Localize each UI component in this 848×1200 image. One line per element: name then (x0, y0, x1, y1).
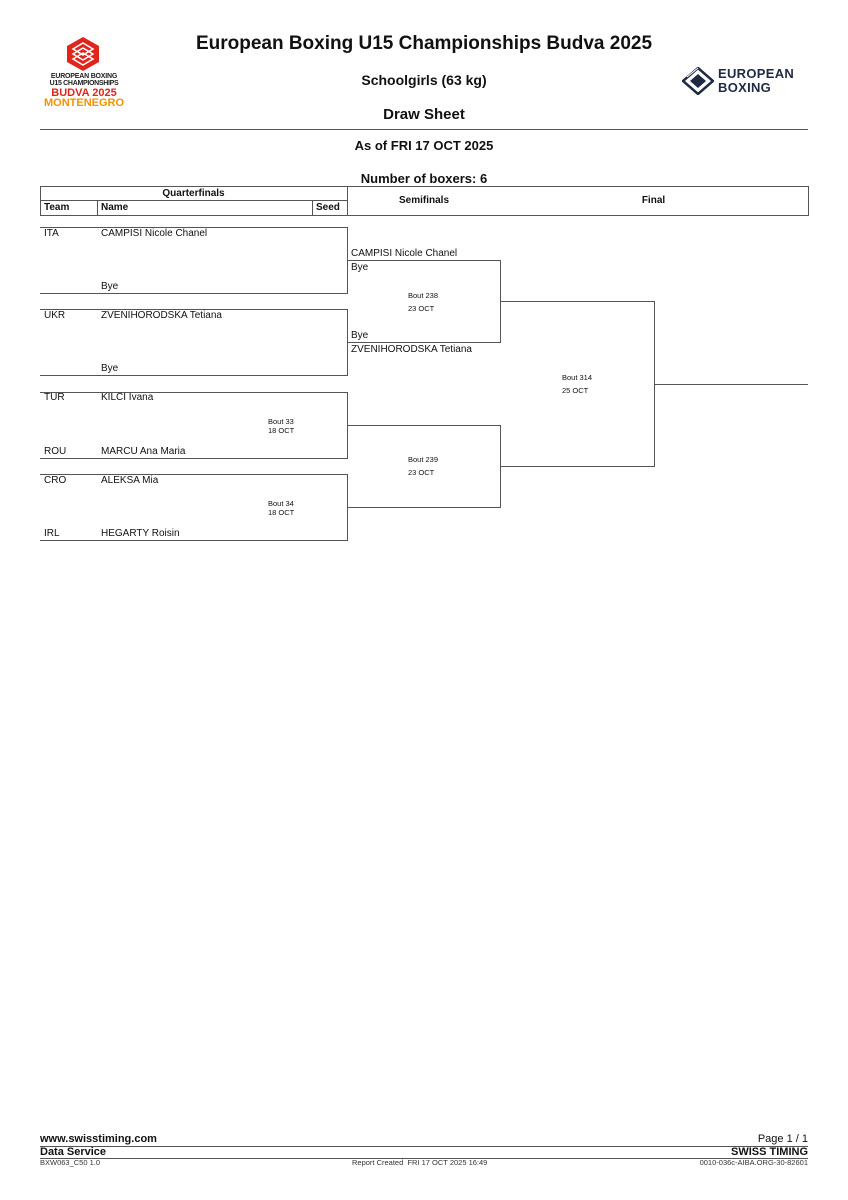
document-type: Draw Sheet (383, 106, 465, 123)
qf1-top-name: CAMPISI Nicole Chanel (101, 228, 208, 239)
footer-doc-id: 0010-036c-AIBA.ORG-30-82601 (699, 1158, 808, 1167)
qf1-bottom-name: Bye (101, 281, 119, 292)
header-row-divider (40, 200, 347, 201)
qf3-date: 18 OCT (268, 426, 295, 435)
footer-brand: SWISS TIMING (731, 1146, 808, 1158)
footer-code: BXW063_C50 1.0 (40, 1158, 101, 1167)
qf3-bout: Bout 33 (268, 417, 294, 426)
header-divider (40, 129, 808, 130)
sf1-top-line (347, 260, 500, 261)
qf2-top-name: ZVENIHORODSKA Tetiana (101, 310, 222, 321)
qf1-top-line (40, 227, 347, 228)
qf2-bottom-name: Bye (101, 363, 119, 374)
logo-line1: EUROPEAN BOXING (50, 73, 118, 80)
qf4-bottom-team: IRL (44, 528, 60, 539)
sf1-date: 23 OCT (408, 304, 435, 313)
as-of-date: As of FRI 17 OCT 2025 (354, 138, 494, 153)
logo-line2: U15 CHAMPIONSHIPS (49, 80, 119, 87)
championship-logo: EUROPEAN BOXING U15 CHAMPIONSHIPS BUDVA … (38, 36, 130, 116)
final-top-line (500, 301, 654, 302)
header-seed-divider (312, 200, 313, 215)
qf3-top-line (40, 392, 347, 393)
european-boxing-emblem-icon (682, 67, 714, 95)
qf4-top-line (40, 474, 347, 475)
qf4-date: 18 OCT (268, 508, 295, 517)
qf2-top-line (40, 309, 347, 310)
header-quarterfinals: Quarterfinals (162, 188, 225, 199)
boxers-count: Number of boxers: 6 (360, 171, 488, 186)
qf3-top-name: KILCI Ivana (101, 392, 154, 403)
header-team-divider (97, 200, 98, 215)
qf4-bottom-line (40, 540, 347, 541)
qf4-bottom-name: HEGARTY Roisin (101, 528, 180, 539)
logo-european: EUROPEAN (718, 66, 795, 81)
qf3-bottom-name: MARCU Ana Maria (101, 446, 186, 457)
footer-data-service: Data Service (40, 1146, 107, 1158)
footer-website[interactable]: www.swisstiming.com (40, 1133, 157, 1145)
qf4-top-name: ALEKSA Mia (101, 475, 159, 486)
footer-divider-2 (40, 1158, 808, 1159)
boxing-ring-icon (67, 37, 99, 71)
sf2-date: 23 OCT (408, 468, 435, 477)
qf3-top-team: TUR (44, 392, 65, 403)
sf1-bottom-line (347, 342, 500, 343)
qf3-bottom-team: ROU (44, 446, 67, 457)
sf2-bout: Bout 239 (408, 455, 439, 464)
sf2-bottom-line (347, 507, 500, 508)
sf1-top-winner: CAMPISI Nicole Chanel (351, 248, 458, 259)
page-title: European Boxing U15 Championships Budva … (195, 33, 653, 54)
winner-line (654, 384, 808, 385)
footer-report-created: Report Created FRI 17 OCT 2025 16:49 (352, 1158, 488, 1167)
footer-divider-1 (40, 1146, 808, 1147)
european-boxing-logo: EUROPEAN BOXING (682, 66, 812, 98)
logo-line3: BUDVA 2025 (51, 87, 117, 99)
sf1-top-loser: Bye (351, 262, 369, 273)
footer-page: Page 1 / 1 (757, 1133, 808, 1145)
event-name: Schoolgirls (63 kg) (361, 72, 487, 88)
final-bottom-line (500, 466, 654, 467)
final-bout: Bout 314 (562, 373, 593, 382)
header-semifinals: Semifinals (398, 195, 450, 206)
logo-line4: MONTENEGRO (43, 97, 125, 109)
qf4-top-team: CRO (44, 475, 67, 486)
qf1-top-team: ITA (44, 228, 59, 239)
sf1-bottom-winner: ZVENIHORODSKA Tetiana (351, 344, 472, 355)
logo-boxing: BOXING (718, 80, 772, 95)
sf2-top-line (347, 425, 500, 426)
bracket-header (40, 186, 809, 216)
qf4-bout: Bout 34 (268, 499, 294, 508)
final-date: 25 OCT (562, 386, 589, 395)
header-seed: Seed (316, 202, 340, 213)
sf1-bout: Bout 238 (408, 291, 439, 300)
header-col-divider (347, 186, 348, 216)
header-final: Final (641, 195, 666, 206)
qf3-bottom-line (40, 458, 347, 459)
qf2-bottom-line (40, 375, 347, 376)
header-name: Name (101, 202, 129, 213)
header-team: Team (44, 202, 70, 213)
qf2-top-team: UKR (44, 310, 66, 321)
qf1-bottom-line (40, 293, 347, 294)
sf1-bottom-loser: Bye (351, 330, 369, 341)
